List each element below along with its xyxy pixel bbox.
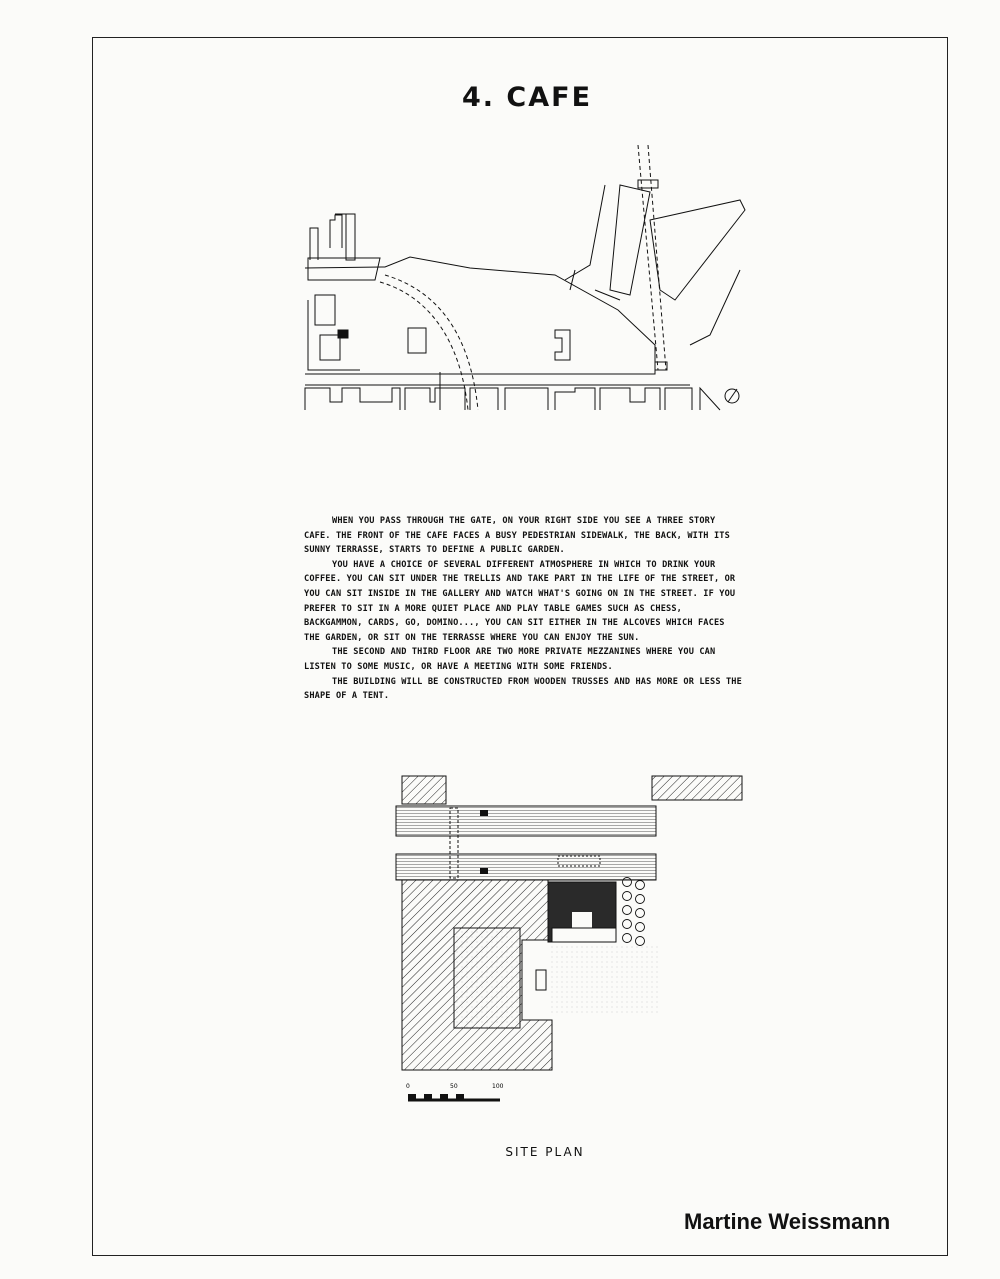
scale-label: 50 [450, 1083, 458, 1090]
site-plan-caption: SITE PLAN [505, 1145, 585, 1159]
scale-label: 100 [492, 1083, 504, 1090]
paragraph: When you pass through the gate, on your … [304, 516, 730, 556]
page-frame [92, 37, 948, 1256]
scale-label: 0 [406, 1083, 410, 1090]
paragraph: The building will be constructed from wo… [304, 676, 742, 702]
paragraph: You have a choice of several different a… [304, 559, 736, 643]
paragraph: The second and third floor are two more … [304, 647, 716, 672]
page-title: 4. CAFE [461, 82, 593, 113]
scale-bar: 0 50 100 [406, 1083, 504, 1102]
description-text: When you pass through the gate, on your … [304, 514, 744, 704]
location-plan-drawing [304, 144, 746, 411]
author-name: Martine Weissmann [684, 1209, 891, 1234]
site-plan-drawing: 0 50 100 [395, 775, 743, 1102]
